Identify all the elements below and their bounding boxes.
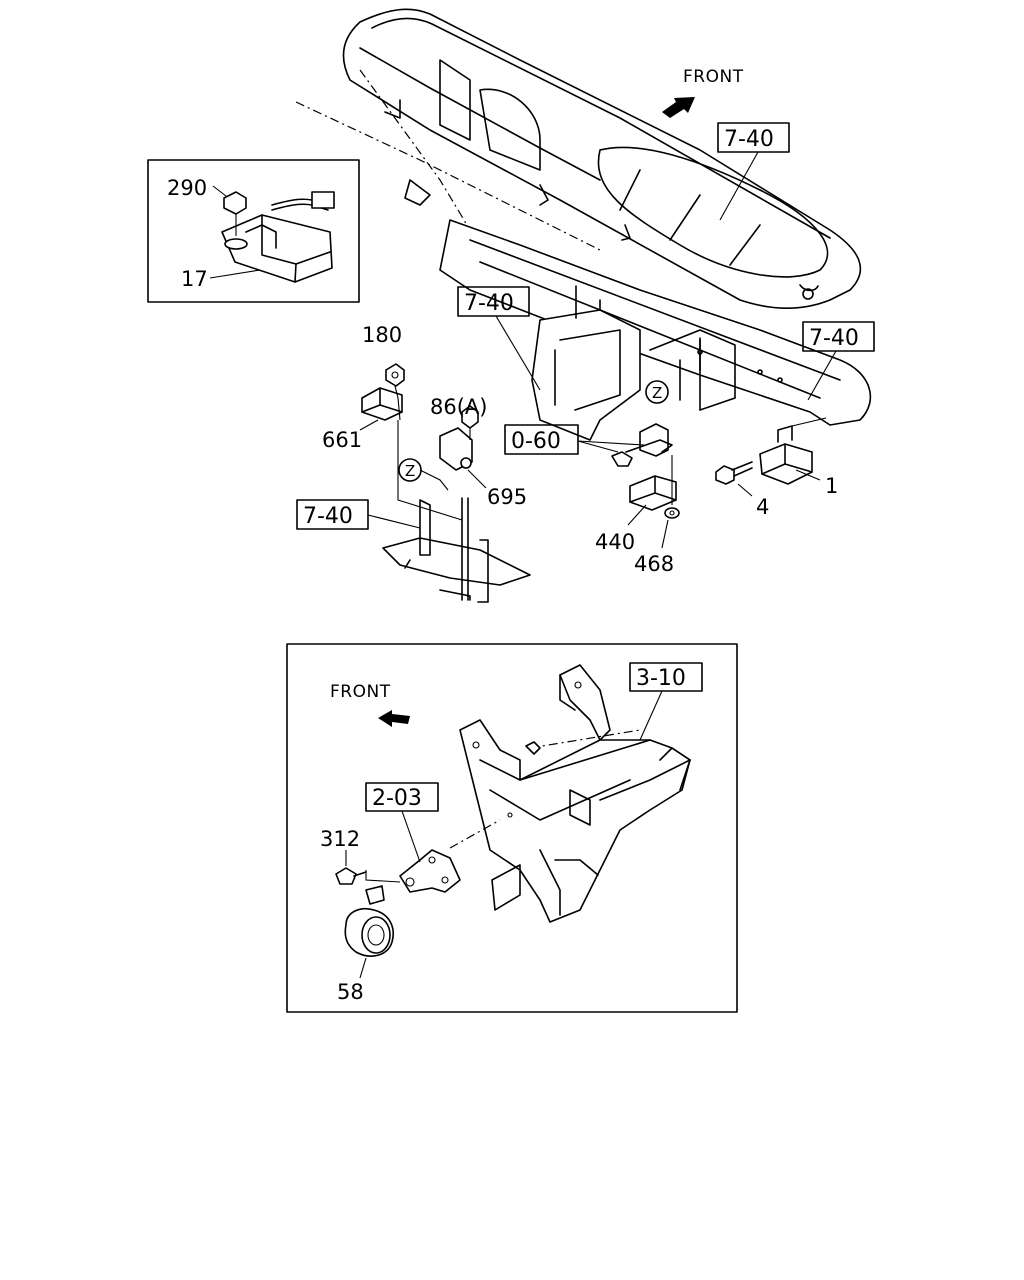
- washer-468-illustration: [664, 507, 680, 519]
- leader-7-40-floor: [367, 514, 421, 529]
- line-312-to-bracket: [365, 870, 401, 883]
- ref-7-40-panel: 7-40: [724, 127, 774, 152]
- leader-290: [212, 185, 227, 197]
- callout-695: 695: [487, 485, 527, 509]
- front-arrow-icon: [662, 97, 695, 118]
- callout-290: 290: [167, 176, 207, 200]
- leader-7-40-beam: [807, 350, 837, 401]
- sensor-unit-17-illustration: [221, 191, 335, 283]
- zone-marker-bottom-text: Z: [405, 462, 415, 480]
- zone-marker-top-text: Z: [652, 384, 662, 402]
- leader-661: [359, 419, 379, 431]
- leader-440: [627, 504, 647, 526]
- callout-4: 4: [756, 495, 769, 519]
- unit-1-illustration: [759, 425, 813, 485]
- leader-3-10: [639, 690, 663, 741]
- nut-290-illustration: [223, 191, 247, 236]
- bolt-4-illustration: [715, 461, 753, 485]
- leader-1: [795, 469, 821, 481]
- frame-bolt-illustration: [525, 741, 541, 755]
- callout-86a: 86(A): [430, 395, 487, 419]
- leader-7-40-panel: [719, 151, 759, 221]
- ref-box-7-40-beam: [802, 321, 875, 352]
- bolt-312-illustration: [335, 867, 367, 885]
- ref-0-60: 0-60: [511, 429, 561, 454]
- frame-3-10-illustration: [459, 664, 691, 923]
- ref-box-3-10: [629, 662, 703, 692]
- floor-bracket-illustration: [382, 497, 531, 603]
- panel-mounting-line-1: [295, 101, 601, 251]
- callout-440: 440: [595, 530, 635, 554]
- leader-468: [661, 519, 669, 549]
- ref-7-40-bracket: 7-40: [464, 291, 514, 316]
- ref-box-0-60: [504, 424, 579, 455]
- cross-car-beam-illustration: [404, 179, 872, 426]
- ref-box-7-40-floor: [296, 499, 369, 530]
- callout-312: 312: [320, 827, 360, 851]
- leader-695: [467, 469, 487, 489]
- bolt-0-60-illustration: [611, 439, 673, 467]
- callout-661: 661: [322, 428, 362, 452]
- bottom-inset-frame: [286, 643, 738, 1013]
- leader-7-40-bracket: [495, 315, 541, 391]
- front-label-top: FRONT: [683, 67, 744, 87]
- sensor-inset-frame: [147, 159, 360, 303]
- ref-box-7-40-panel: [717, 122, 790, 153]
- line-z-bottom: [419, 469, 449, 491]
- unit-440-illustration: [629, 475, 677, 511]
- front-label-bottom: FRONT: [330, 682, 391, 702]
- ref-box-7-40-bracket: [457, 286, 530, 317]
- line-180-to-661: [394, 385, 401, 421]
- center-stack-bracket-illustration: [531, 285, 736, 441]
- callout-17: 17: [181, 267, 208, 291]
- callout-180: 180: [362, 323, 402, 347]
- ref-7-40-floor: 7-40: [303, 504, 353, 529]
- leader-17: [209, 269, 261, 279]
- zone-marker-top: [645, 380, 669, 404]
- leader-0-60-a: [577, 440, 619, 453]
- line-unit-1-mount: [791, 417, 827, 427]
- ref-2-03: 2-03: [372, 786, 422, 811]
- leader-58: [359, 957, 367, 979]
- callout-58: 58: [337, 980, 364, 1004]
- panel-mounting-line-2: [359, 69, 471, 231]
- callout-1: 1: [825, 474, 838, 498]
- bracket-2-03-illustration: [399, 849, 461, 893]
- leader-4: [737, 483, 753, 497]
- leader-2-03: [401, 810, 421, 863]
- buzzer-58-illustration: [344, 885, 394, 957]
- module-661-illustration: [361, 387, 403, 421]
- front-arrow-left-icon: [378, 710, 410, 727]
- nut-86a-illustration: [461, 405, 479, 429]
- ref-3-10: 3-10: [636, 666, 686, 691]
- bracket-695-illustration: [439, 427, 473, 471]
- mount-plate-illustration: [639, 423, 669, 457]
- instrument-panel-illustration: [342, 8, 862, 310]
- ref-7-40-beam: 7-40: [809, 326, 859, 351]
- line-661-down: [397, 420, 463, 521]
- callout-468: 468: [634, 552, 674, 576]
- nut-180-illustration: [385, 363, 405, 387]
- leader-0-60-b: [577, 440, 645, 446]
